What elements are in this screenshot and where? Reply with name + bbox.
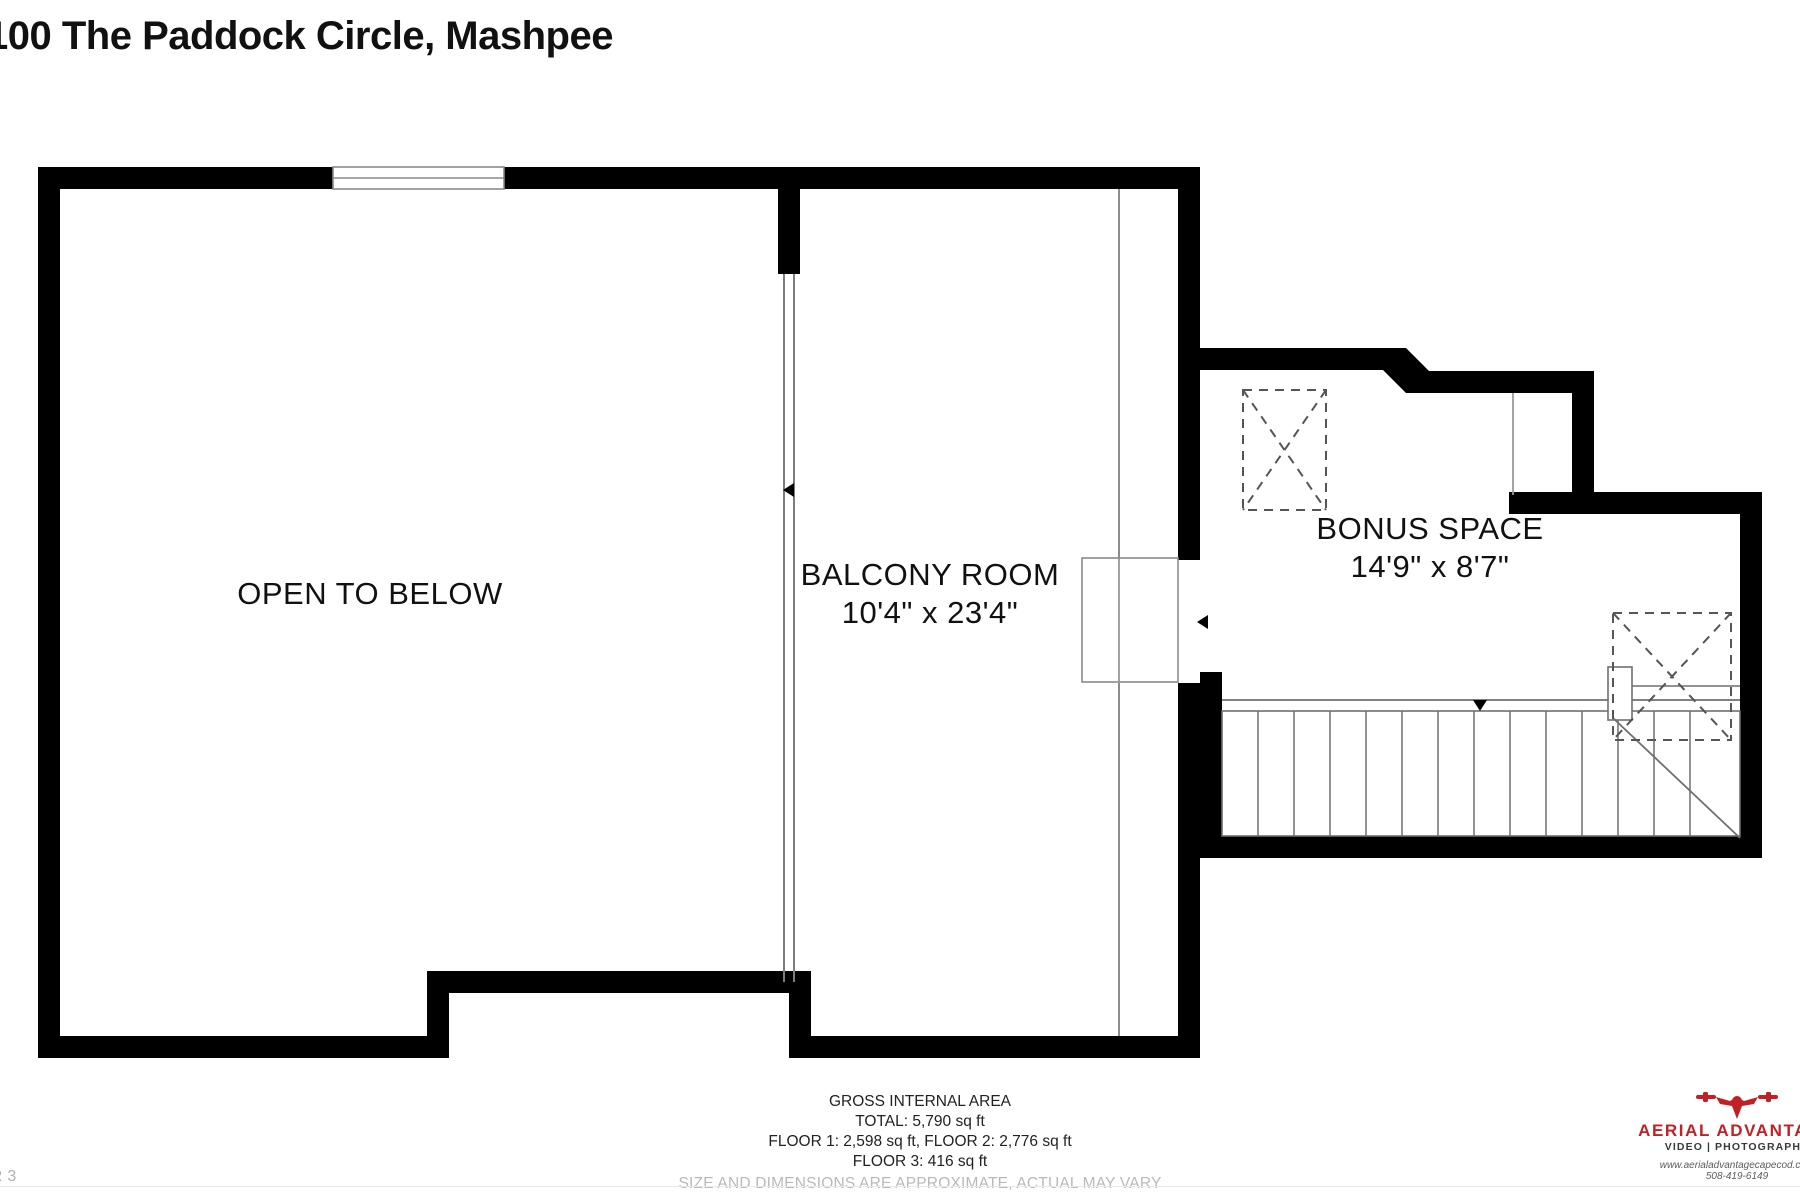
bonus-space-walls <box>1200 348 1762 858</box>
room-label-open-to-below: OPEN TO BELOW <box>170 575 570 613</box>
area-summary: GROSS INTERNAL AREA TOTAL: 5,790 sq ft F… <box>620 1092 1220 1194</box>
brand-logo: AERIAL ADVANTAGE VIDEO | PHOTOGRAPHY www… <box>1622 1090 1800 1182</box>
balcony-railing <box>783 274 795 982</box>
wall-bonus-top-left <box>1200 348 1383 370</box>
wall-balcony-right-upper <box>1178 167 1200 560</box>
area-total: TOTAL: 5,790 sq ft <box>855 1113 985 1131</box>
area-disclaimer: SIZE AND DIMENSIONS ARE APPROXIMATE, ACT… <box>678 1174 1162 1192</box>
dimension-arrow-down-balcony-bottom <box>997 1036 1011 1047</box>
brand-name: AERIAL ADVANTAGE <box>1638 1121 1800 1140</box>
staircase <box>1221 699 1741 837</box>
wall-bonus-top-angle <box>1383 348 1429 393</box>
dimension-arrow-down-stairs <box>1473 700 1487 711</box>
attic-hatch-right <box>1612 612 1732 741</box>
dimension-arrow-up-bonus-top <box>1480 382 1494 393</box>
door-balcony-to-bonus <box>1081 557 1179 683</box>
drone-icon <box>1622 1090 1800 1120</box>
wall-bonus-right-step <box>1572 371 1594 503</box>
wall-balcony-left-stub <box>778 167 800 274</box>
brand-tagline: VIDEO | PHOTOGRAPHY <box>1664 1141 1800 1153</box>
wall-left-exterior <box>38 167 60 1058</box>
wall-top-right <box>810 167 1200 189</box>
area-floors-1-2: FLOOR 1: 2,598 sq ft, FLOOR 2: 2,776 sq … <box>768 1133 1072 1151</box>
room-name-open-to-below: OPEN TO BELOW <box>237 576 503 611</box>
area-heading: GROSS INTERNAL AREA <box>828 1093 1012 1110</box>
dimension-arrow-right-balcony <box>1178 482 1189 496</box>
wall-bonus-right-exterior <box>1740 492 1762 858</box>
room-name-bonus-space: BONUS SPACE <box>1316 511 1544 546</box>
area-floor-3: FLOOR 3: 416 sq ft <box>852 1153 988 1171</box>
window-top <box>332 166 505 190</box>
roof-slope-line <box>1612 717 1741 839</box>
brand-phone: 508-419-6149 <box>1705 1171 1769 1182</box>
room-name-balcony-room: BALCONY ROOM <box>800 557 1060 592</box>
wall-top-left <box>38 167 333 189</box>
room-label-balcony-room: BALCONY ROOM 10'4" x 23'4" <box>720 556 1140 632</box>
dimension-markers <box>783 178 1751 1047</box>
wall-bottom-balcony <box>789 1036 1200 1058</box>
page-title: 100 The Paddock Circle, Mashpee <box>0 14 613 58</box>
wall-bonus-top-far <box>1509 492 1762 514</box>
wall-balcony-left-lower <box>789 971 811 1058</box>
wall-stair-left <box>1200 672 1222 858</box>
main-walls <box>38 167 1200 1058</box>
wall-bonus-top-right <box>1429 371 1594 393</box>
dimension-arrow-right-bonus <box>1740 593 1751 607</box>
wall-bottom-left <box>38 1036 449 1058</box>
room-dims-balcony-room: 10'4" x 23'4" <box>841 594 1019 630</box>
dimension-arrow-left-door <box>1197 615 1208 629</box>
dimension-arrow-up-balcony-top <box>997 178 1011 189</box>
wall-jog-horizontal <box>427 971 789 993</box>
wall-bonus-bottom <box>1200 836 1762 858</box>
page-bottom-rule <box>0 1186 1800 1187</box>
wall-balcony-right-lower <box>1178 683 1200 1058</box>
brand-website: www.aerialadvantagecapecod.com <box>1659 1160 1800 1171</box>
wall-top-mid <box>504 167 810 189</box>
floor-tag: OR 3 <box>0 1168 17 1185</box>
dimension-arrow-left-railing <box>783 483 794 497</box>
room-label-bonus-space: BONUS SPACE 14'9" x 8'7" <box>1270 510 1590 586</box>
attic-hatch-left <box>1242 389 1327 511</box>
room-dims-bonus-space: 14'9" x 8'7" <box>1350 548 1510 584</box>
